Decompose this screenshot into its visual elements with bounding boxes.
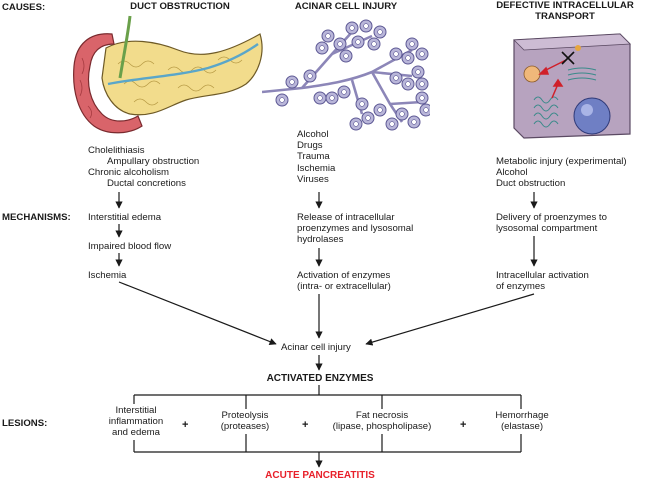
acinus-lumen (349, 25, 355, 31)
impaired-blood-flow-step: Impaired blood flow (88, 241, 172, 252)
lesion-proteolysis: Proteolysis(proteases) (220, 410, 270, 433)
mechanisms-label: MECHANISMS: (2, 212, 71, 223)
acinus-lumen (329, 95, 335, 101)
ischemia-step: Ischemia (88, 270, 127, 281)
nucleus-highlight (581, 104, 593, 116)
acinus-lumen (405, 55, 411, 61)
cell-top-face (513, 33, 631, 51)
acinus-lumen (415, 69, 421, 75)
interstitial-edema-step: Interstitial edema (88, 212, 162, 223)
release-proenzymes-step: Release of intracellular proenzymes and … (297, 212, 414, 246)
acinus-lumen (409, 41, 415, 47)
transport-cause-2: Alcohol (496, 167, 528, 179)
acinar-cell-injury-node: Acinar cell injury (281, 342, 351, 353)
acinus-lumen (377, 29, 383, 35)
acinus-lumen (423, 107, 429, 113)
acinar-cause-4: Ischemia (297, 162, 336, 174)
intracellular-activation-step: Intracellular activation of enzymes (496, 270, 589, 293)
acinus-lumen (405, 81, 411, 87)
arrow-icon (118, 281, 277, 345)
acinar-cause-2: Drugs (297, 140, 323, 152)
duct-cause-1: Cholelithiasis (88, 145, 145, 156)
activated-enzymes-node: ACTIVATED ENZYMES (266, 373, 374, 384)
activation-enzymes-step: Activation of enzymes (intra- or extrace… (297, 270, 391, 293)
acinus-lumen (325, 33, 331, 39)
granule-small (575, 45, 581, 51)
endoplasmic-reticulum (533, 96, 559, 128)
acinus-lumen (419, 95, 425, 101)
acinus-lumen (371, 41, 377, 47)
acinus-lumen (317, 95, 323, 101)
acinus-lumen (355, 39, 361, 45)
transport-arrows (538, 59, 567, 99)
acinus-lumen (393, 51, 399, 57)
acinus-lumen (353, 121, 359, 127)
acinus-lumen (419, 81, 425, 87)
duct-cause-4: Ductal concretions (107, 178, 186, 189)
arrow-icon (365, 293, 535, 346)
transport-causes-list: Metabolic injury (experimental) Alcohol … (496, 156, 627, 190)
acinus-lumen (343, 53, 349, 59)
acinar-tree-illustration (262, 19, 430, 131)
lesion-hemorrhage: Hemorrhage(elastase) (495, 410, 549, 433)
plus-sign-3: + (460, 419, 467, 431)
defective-transport-title: DEFECTIVE INTRACELLULAR TRANSPORT (496, 0, 634, 22)
duct-cause-3: Chronic alcoholism (88, 167, 170, 178)
acinus-lumen (399, 111, 405, 117)
acinus-lumen (411, 119, 417, 125)
duodenum-folds (79, 57, 92, 119)
acinus-lumen (389, 121, 395, 127)
transport-cause-1: Metabolic injury (experimental) (496, 156, 627, 167)
acute-pancreatitis-result: ACUTE PANCREATITIS (265, 470, 375, 481)
cell-illustration (513, 33, 631, 139)
plus-sign-2: + (302, 419, 309, 431)
duodenum-shape (73, 33, 143, 134)
acinar-cell-injury-title: ACINAR CELL INJURY (294, 1, 398, 12)
causes-label: CAUSES: (2, 2, 46, 13)
pancreatic-duct (107, 43, 259, 86)
pancreas-illustration (73, 15, 263, 134)
acinar-cause-3: Trauma (297, 151, 330, 163)
acinus-lumen (419, 51, 425, 57)
acinus-lumen (393, 75, 399, 81)
acinus-lumen (377, 107, 383, 113)
acinus-lumen (365, 115, 371, 121)
acinar-causes-list: Alcohol Drugs Trauma Ischemia Viruses (297, 129, 335, 185)
acinus-lumen (289, 79, 295, 85)
acinar-cause-1: Alcohol (297, 129, 329, 140)
acinus-lumen (337, 41, 343, 47)
lesion-fat-necrosis: Fat necrosis(lipase, phospholipase) (332, 410, 432, 433)
block-x-icon (561, 51, 575, 65)
duct-obstruction-title: DUCT OBSTRUCTION (130, 1, 230, 12)
acinus-lumen (359, 101, 365, 107)
acinus-lumen (341, 89, 347, 95)
delivery-proenzymes-step: Delivery of proenzymes to lysosomal comp… (496, 212, 607, 235)
duct-cause-2: Ampullary obstruction (107, 156, 200, 167)
lesions-label: LESIONS: (2, 418, 48, 429)
acinus-lumen (319, 45, 325, 51)
plus-sign-1: + (182, 419, 189, 431)
acinus-lumen (279, 97, 285, 103)
acinar-cause-5: Viruses (297, 173, 329, 185)
bile-duct (118, 15, 132, 79)
acinus-lumen (307, 73, 313, 79)
golgi-stack (567, 67, 597, 81)
transport-cause-3: Duct obstruction (496, 178, 566, 190)
acini-cluster (275, 19, 430, 131)
acinus-lumen (363, 23, 369, 29)
